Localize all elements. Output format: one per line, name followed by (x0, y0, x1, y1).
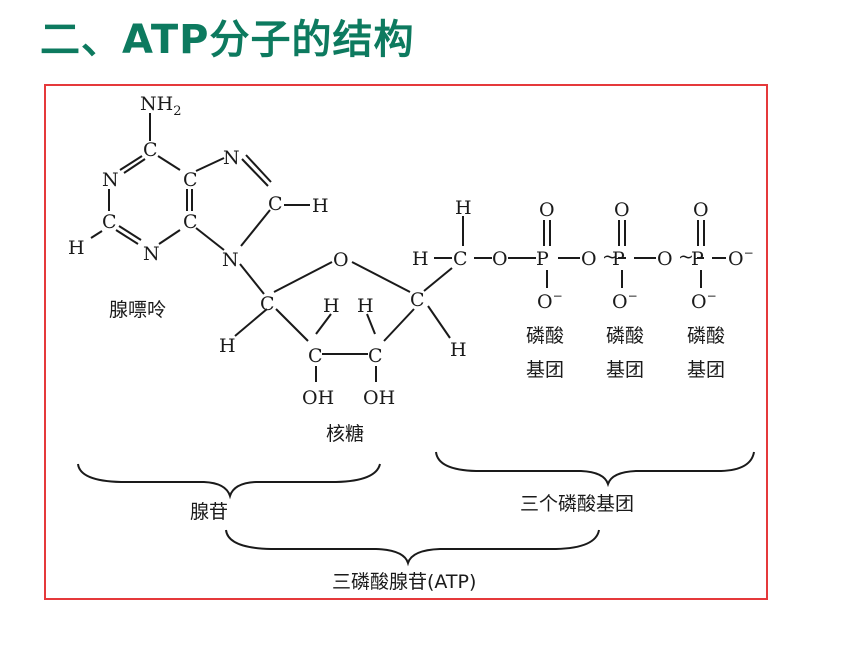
svg-text:磷酸: 磷酸 (526, 325, 564, 347)
alpha-phosphate-oxygen-minus: O− (537, 289, 563, 313)
ribose-ring-oxygen: O (333, 249, 349, 271)
adenosine-brace (77, 463, 381, 500)
svg-text:基团: 基团 (526, 359, 564, 381)
atom-n9: N (222, 249, 239, 271)
atom-c3-prime: C (368, 345, 383, 367)
gamma-terminal-oxygen-minus: O− (728, 246, 754, 270)
atom-h8: H (312, 195, 329, 217)
gamma-phosphate-oxygen-minus: O− (691, 289, 717, 313)
high-energy-bond-1: ~ (602, 246, 618, 268)
beta-gamma-bridge-oxygen: O (657, 248, 673, 270)
atom-c4-prime: C (410, 289, 425, 311)
hydroxyl-3-prime: OH (363, 387, 395, 409)
hydroxyl-2-prime: OH (302, 387, 334, 409)
svg-text:基团: 基团 (606, 359, 644, 381)
atom-c4: C (183, 211, 198, 233)
atom-h3-prime: H (357, 295, 374, 317)
beta-phosphate-oxygen-minus: O− (612, 289, 638, 313)
svg-text:磷酸: 磷酸 (606, 325, 644, 347)
three-phosphates-brace (435, 451, 755, 488)
beta-phosphate-double-oxygen: O (614, 199, 630, 221)
adenosine-label: 腺苷 (190, 501, 228, 523)
atom-h1-prime: H (219, 335, 236, 357)
svg-text:磷酸: 磷酸 (687, 325, 725, 347)
atom-c2-prime: C (308, 345, 323, 367)
atom-h5-prime-left: H (412, 248, 429, 270)
high-energy-bond-2: ~ (678, 246, 694, 268)
slide-title: 二、ATP分子的结构 (40, 17, 415, 63)
atom-h2: H (68, 237, 85, 259)
atom-h4-prime: H (450, 339, 467, 361)
three-phosphate-groups-label: 三个磷酸基团 (520, 493, 634, 515)
atp-label: 三磷酸腺苷(ATP) (332, 571, 476, 593)
atom-n3: N (143, 243, 160, 265)
atom-n7: N (223, 147, 240, 169)
ribose-bonds (234, 261, 453, 382)
atom-h5-prime-top: H (455, 197, 472, 219)
atom-c6: C (143, 139, 158, 161)
atom-c2: C (102, 211, 117, 233)
ester-oxygen: O (492, 248, 508, 270)
gamma-phosphate-double-oxygen: O (693, 199, 709, 221)
ribose-label: 核糖 (326, 423, 364, 445)
atom-h2-prime: H (323, 295, 340, 317)
atp-structure-diagram: NH2 C N C N C C C H H N N 腺嘌呤 O C C H H … (44, 84, 768, 600)
adenine-label: 腺嘌呤 (109, 299, 166, 321)
phosphate-group-label-1: 磷酸 基团 (526, 325, 564, 381)
alpha-phosphorus: P (536, 248, 549, 270)
atom-c5: C (183, 169, 198, 191)
atom-c5-prime: C (453, 248, 468, 270)
phosphate-group-label-3: 磷酸 基团 (687, 325, 725, 381)
phosphate-bonds (434, 216, 726, 288)
atom-n1: N (102, 169, 119, 191)
nh2-amino-group: NH2 (140, 93, 181, 119)
adenine-bonds (90, 113, 310, 251)
gamma-phosphorus: P (691, 248, 704, 270)
atp-structure-svg: NH2 C N C N C C C H H N N 腺嘌呤 O C C H H … (68, 93, 755, 593)
phosphate-group-label-2: 磷酸 基团 (606, 325, 644, 381)
svg-text:基团: 基团 (687, 359, 725, 381)
atp-brace (225, 529, 600, 567)
alpha-beta-bridge-oxygen: O (581, 248, 597, 270)
beta-phosphorus: P (612, 248, 625, 270)
alpha-phosphate-double-oxygen: O (539, 199, 555, 221)
atom-c8: C (268, 193, 283, 215)
atom-c1-prime: C (260, 293, 275, 315)
